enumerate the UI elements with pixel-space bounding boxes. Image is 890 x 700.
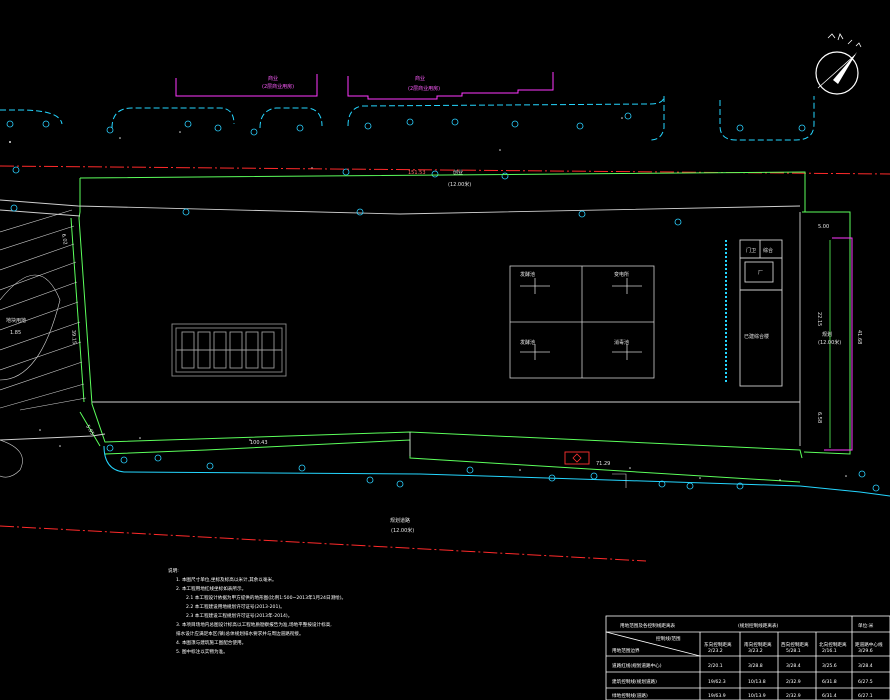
north-arrow-icon bbox=[815, 33, 862, 95]
note-item: 2.1 本工程设计依据为甲方提供的地形图(比例1:500~2013年1月24日测… bbox=[186, 594, 346, 601]
east-label-2: (12.00米) bbox=[818, 339, 841, 346]
east-dim-3: 5.00 bbox=[818, 224, 829, 230]
table-cell: 3/25.6 bbox=[822, 663, 837, 669]
west-hatch-area bbox=[0, 209, 87, 478]
grey-building bbox=[171, 323, 287, 377]
south-road-centerline bbox=[0, 525, 647, 562]
north-road-name: 创业 bbox=[453, 169, 463, 176]
east-buildings bbox=[739, 239, 783, 387]
office-label-4: 已建综合楼 bbox=[744, 333, 769, 340]
survey-marker bbox=[564, 451, 627, 488]
table-cell: 3/28.8 bbox=[748, 663, 763, 669]
note-item: 排水设计应满足本区(镇)总体规划排水要求并与周边道路衔接。 bbox=[176, 630, 304, 637]
note-item: 2.3 本工程建设工程规划许可证号(2013年-2014)。 bbox=[186, 612, 292, 619]
tank-label-1: 发酵池 bbox=[520, 271, 535, 278]
office-label-3: 厂 bbox=[758, 270, 763, 276]
west-dim-1: 6.02 bbox=[60, 233, 68, 245]
treatment-tanks bbox=[509, 265, 655, 379]
table-header-cell: 西向控制距离 bbox=[781, 641, 809, 648]
note-item: 2. 本工程用地红线坐标如表所示。 bbox=[176, 585, 246, 592]
office-label-2: 综合 bbox=[763, 247, 773, 254]
table-title: 用地范围及各控制线距离表 bbox=[620, 622, 676, 629]
note-item: 3. 本项目场地内总图设计标高以工程地质勘察报告为准,场地平整按设计标高, bbox=[176, 621, 332, 628]
note-item: 2.2 本工程建设用地规划许可证号(2013-201)。 bbox=[186, 603, 285, 610]
table-cell: 2/20.1 bbox=[708, 663, 723, 669]
table-cell: 6/27.5 bbox=[858, 679, 873, 685]
table-cell: 3/29.6 bbox=[858, 648, 873, 654]
table-row: 道路红线(规划道路中心) 2/20.1 3/28.8 3/28.4 3/25.6… bbox=[612, 662, 873, 669]
note-item: 4. 本图须与建筑施工图配合使用。 bbox=[176, 639, 246, 646]
coordinate-table bbox=[605, 615, 890, 700]
table-header-cell: 北向控制距离 bbox=[819, 641, 847, 648]
north-building-2-sublabel: (2层商业用房) bbox=[408, 85, 440, 92]
north-building-1-label: 商业 bbox=[268, 75, 278, 82]
west-dim-2: 39.15 bbox=[70, 330, 77, 345]
table-cell: 5/28.1 bbox=[786, 648, 801, 654]
east-dim-1: 41.68 bbox=[856, 330, 862, 344]
south-kerb-line bbox=[103, 445, 890, 497]
table-cell: 19/62.3 bbox=[708, 679, 726, 685]
north-road-width: (12.00米) bbox=[448, 181, 471, 188]
table-row: 用地范围边界 2/23.2 3/23.2 5/28.1 2/16.1 3/29.… bbox=[612, 647, 873, 654]
east-label: 规划 bbox=[822, 331, 832, 338]
note-item: 1. 本图尺寸单位,坐标及标高以米计,其余以毫米。 bbox=[176, 576, 277, 583]
south-road-name: 规划道路 bbox=[390, 517, 410, 524]
west-dim-3: 5.95 bbox=[84, 424, 95, 437]
site-wall-outline bbox=[0, 199, 801, 456]
tank-label-4: 消毒池 bbox=[614, 339, 629, 346]
table-cell: 3/28.4 bbox=[786, 663, 801, 669]
west-parcel-label: 地块用地 bbox=[6, 317, 26, 324]
table-header-cell: 控制线/范围 bbox=[656, 635, 681, 642]
table-cell: 绿地控制线(道路) bbox=[612, 692, 648, 699]
tree-symbols-north bbox=[6, 112, 806, 180]
east-parcel bbox=[824, 237, 853, 451]
white-dots-south bbox=[39, 429, 847, 481]
property-boundary bbox=[70, 171, 851, 483]
top-dimension-label: 151.53 bbox=[408, 170, 426, 176]
table-header-cell: 东向控制距离 bbox=[704, 641, 732, 648]
note-item: 5. 图中标注以实物为准。 bbox=[176, 648, 228, 655]
table-row: 建筑控制线(规划道路) 19/62.3 10/13.8 2/32.9 6/31.… bbox=[612, 678, 873, 685]
west-parcel-sublabel: 1.85 bbox=[10, 330, 21, 336]
table-header-row: 控制线/范围 东向控制距离 南向控制距离 西向控制距离 北向控制距离 距道路中心… bbox=[656, 635, 883, 648]
table-cell: 10/13.8 bbox=[748, 679, 766, 685]
north-building-2-label: 商业 bbox=[415, 75, 425, 82]
notes-block: 说明: 1. 本图尺寸单位,坐标及标高以米计,其余以毫米。 2. 本工程用地红线… bbox=[168, 567, 346, 655]
table-cell: 10/13.9 bbox=[748, 693, 766, 699]
table-cell: 建筑控制线(规划道路) bbox=[612, 678, 657, 685]
south-road-width: (12.00米) bbox=[391, 527, 414, 534]
table-unit: 单位:米 bbox=[858, 622, 874, 629]
table-cell: 道路红线(规划道路中心) bbox=[612, 662, 662, 669]
table-row: 绿地控制线(道路) 19/63.9 10/13.9 2/32.9 6/31.4 … bbox=[612, 692, 873, 699]
office-label-1: 门卫 bbox=[746, 247, 756, 254]
south-dim-2: 71.29 bbox=[596, 461, 610, 467]
table-subtitle: (规划控制线距离表) bbox=[738, 622, 779, 629]
tank-label-2: 变电所 bbox=[614, 271, 629, 278]
table-cell: 3/23.2 bbox=[748, 648, 763, 654]
table-cell: 3/28.4 bbox=[858, 663, 873, 669]
table-cell: 2/32.9 bbox=[786, 693, 801, 699]
table-cell: 6/31.8 bbox=[822, 679, 837, 685]
east-dim-2: 22.15 bbox=[816, 312, 822, 326]
white-dots-north bbox=[9, 117, 623, 169]
tree-symbols-south bbox=[10, 204, 880, 492]
table-cell: 2/23.2 bbox=[708, 648, 723, 654]
notes-title: 说明: bbox=[168, 567, 179, 574]
north-buildings bbox=[175, 72, 554, 100]
north-kerb-line bbox=[0, 95, 815, 141]
south-dim-1: 100.43 bbox=[250, 440, 268, 446]
table-cell: 6/31.4 bbox=[822, 693, 837, 699]
table-header-cell: 南向控制距离 bbox=[744, 641, 772, 648]
table-cell: 19/63.9 bbox=[708, 693, 726, 699]
table-cell: 2/16.1 bbox=[822, 648, 837, 654]
table-cell: 6/27.1 bbox=[858, 693, 873, 699]
table-cell: 用地范围边界 bbox=[612, 647, 640, 654]
north-road-centerline bbox=[0, 165, 890, 175]
north-building-1-sublabel: (2层商业用房) bbox=[262, 83, 294, 90]
tank-label-3: 发酵池 bbox=[520, 339, 535, 346]
table-cell: 2/32.9 bbox=[786, 679, 801, 685]
table-header-cell: 距道路中心线 bbox=[855, 641, 883, 648]
east-dim-4: 6.58 bbox=[816, 412, 822, 423]
